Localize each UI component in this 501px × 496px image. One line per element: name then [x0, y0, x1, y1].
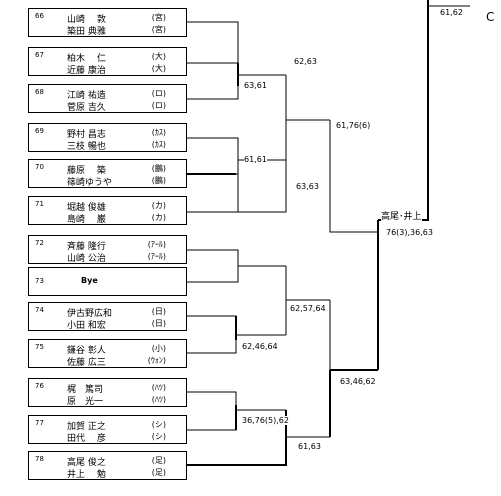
- entry-seed: 66: [35, 12, 44, 20]
- entry-seed: 67: [35, 51, 44, 59]
- player-name: 野村 昌志: [67, 130, 106, 140]
- corner-label: C: [486, 10, 495, 24]
- entry-68: 68 江崎 祐造 (ロ) 菅原 吉久 (ロ): [28, 84, 187, 113]
- player-name: 山崎 公治: [67, 254, 106, 264]
- entry-seed: 73: [35, 277, 44, 285]
- player-club: (足): [151, 456, 166, 465]
- entry-seed: 70: [35, 163, 44, 171]
- player-name: 斉藤 隆行: [67, 242, 106, 252]
- player-club: (ロ): [151, 89, 166, 98]
- entry-seed: 78: [35, 455, 44, 463]
- player-club: (ﾊﾂ): [151, 383, 166, 392]
- player-club: (ロ): [151, 101, 166, 110]
- player-club: (シ): [151, 432, 166, 441]
- player-name: 鎌谷 彰人: [67, 346, 106, 356]
- entry-75: 75 鎌谷 彰人 (小) 佐藤 広三 (ｳｫﾝ): [28, 339, 187, 368]
- player-club: (鵬): [151, 164, 166, 173]
- score-r2-68: 63,61: [244, 81, 267, 90]
- entry-seed: 76: [35, 382, 44, 390]
- player-club: (シ): [151, 420, 166, 429]
- player-name: 築田 典雅: [67, 27, 106, 37]
- player-name: 堀越 俊雄: [67, 203, 106, 213]
- player-club: (カ): [151, 201, 166, 210]
- score-r3-78: 61,63: [298, 442, 321, 451]
- player-name: 菅原 吉久: [67, 103, 106, 113]
- player-club: (宮): [151, 25, 166, 34]
- score-r3-72-75: 62,57,64: [290, 304, 326, 313]
- player-club: (ｶｽ): [151, 128, 166, 137]
- entry-66: 66 山崎 敦 (宮) 築田 典雅 (宮): [28, 8, 187, 37]
- player-name: 高尾 俊之: [67, 458, 106, 468]
- entry-77: 77 加賀 正之 (シ) 田代 彦 (シ): [28, 415, 187, 444]
- entry-74: 74 伊古野広和 (日) 小田 和宏 (日): [28, 302, 187, 331]
- player-name: 島崎 巌: [67, 215, 106, 225]
- player-name: 篠崎ゆうや: [67, 178, 113, 188]
- player-name: 原 光一: [67, 397, 104, 407]
- score-r4-lower: 63,46,62: [340, 377, 376, 386]
- entry-seed: 77: [35, 419, 44, 427]
- player-name: 伊古野広和: [67, 309, 113, 319]
- bye-label: Bye: [81, 276, 98, 285]
- entry-69: 69 野村 昌志 (ｶｽ) 三枝 暢也 (ｶｽ): [28, 123, 187, 152]
- top-score: 61,62: [440, 8, 463, 17]
- player-name: 小田 和宏: [67, 321, 106, 331]
- score-r2-66-67: 62,63: [294, 57, 317, 66]
- player-name: 柏木 仁: [67, 54, 106, 64]
- player-name: 江崎 祐造: [67, 91, 106, 101]
- player-club: (小): [151, 344, 166, 353]
- entry-seed: 75: [35, 343, 44, 351]
- finalist-label: 高尾･井上: [381, 209, 422, 222]
- player-name: 藤原 築: [67, 166, 106, 176]
- score-r4-upper: 61,76(6): [336, 121, 371, 130]
- entry-seed: 71: [35, 200, 44, 208]
- player-club: (ｱｰﾙ): [147, 252, 166, 261]
- player-club: (ｶｽ): [151, 140, 166, 149]
- player-name: 三枝 暢也: [67, 142, 106, 152]
- player-name: 山崎 敦: [67, 15, 106, 25]
- entry-73: 73 Bye: [28, 267, 187, 296]
- player-club: (足): [151, 468, 166, 477]
- score-r2-69-70: 61,61: [244, 155, 267, 164]
- entry-72: 72 斉藤 隆行 (ｱｰﾙ) 山崎 公治 (ｱｰﾙ): [28, 235, 187, 264]
- player-club: (ｳｫﾝ): [147, 356, 166, 365]
- player-club: (宮): [151, 13, 166, 22]
- entry-seed: 69: [35, 127, 44, 135]
- entry-78: 78 高尾 俊之 (足) 井上 勉 (足): [28, 451, 187, 480]
- player-name: 田代 彦: [67, 434, 106, 444]
- player-club: (大): [151, 52, 166, 61]
- player-club: (ｱｰﾙ): [147, 240, 166, 249]
- player-name: 加賀 正之: [67, 422, 106, 432]
- player-club: (日): [151, 319, 166, 328]
- entry-seed: 68: [35, 88, 44, 96]
- player-name: 井上 勉: [67, 470, 106, 480]
- player-name: 佐藤 広三: [67, 358, 106, 368]
- score-r2-76-77: 36,76(5),62: [242, 416, 289, 425]
- score-r3-71: 63,63: [296, 182, 319, 191]
- player-club: (ﾊﾂ): [151, 395, 166, 404]
- player-club: (カ): [151, 213, 166, 222]
- entry-seed: 72: [35, 239, 44, 247]
- entry-70: 70 藤原 築 (鵬) 篠崎ゆうや (鵬): [28, 159, 187, 188]
- entry-76: 76 梶 篤司 (ﾊﾂ) 原 光一 (ﾊﾂ): [28, 378, 187, 407]
- score-r2-74-75: 62,46,64: [242, 342, 278, 351]
- score-semifinal: 76(3),36,63: [386, 228, 433, 237]
- player-club: (大): [151, 64, 166, 73]
- entry-71: 71 堀越 俊雄 (カ) 島崎 巌 (カ): [28, 196, 187, 225]
- player-name: 近藤 康治: [67, 66, 106, 76]
- player-name: 梶 篤司: [67, 385, 104, 395]
- player-club: (日): [151, 307, 166, 316]
- entry-67: 67 柏木 仁 (大) 近藤 康治 (大): [28, 47, 187, 76]
- player-club: (鵬): [151, 176, 166, 185]
- entry-seed: 74: [35, 306, 44, 314]
